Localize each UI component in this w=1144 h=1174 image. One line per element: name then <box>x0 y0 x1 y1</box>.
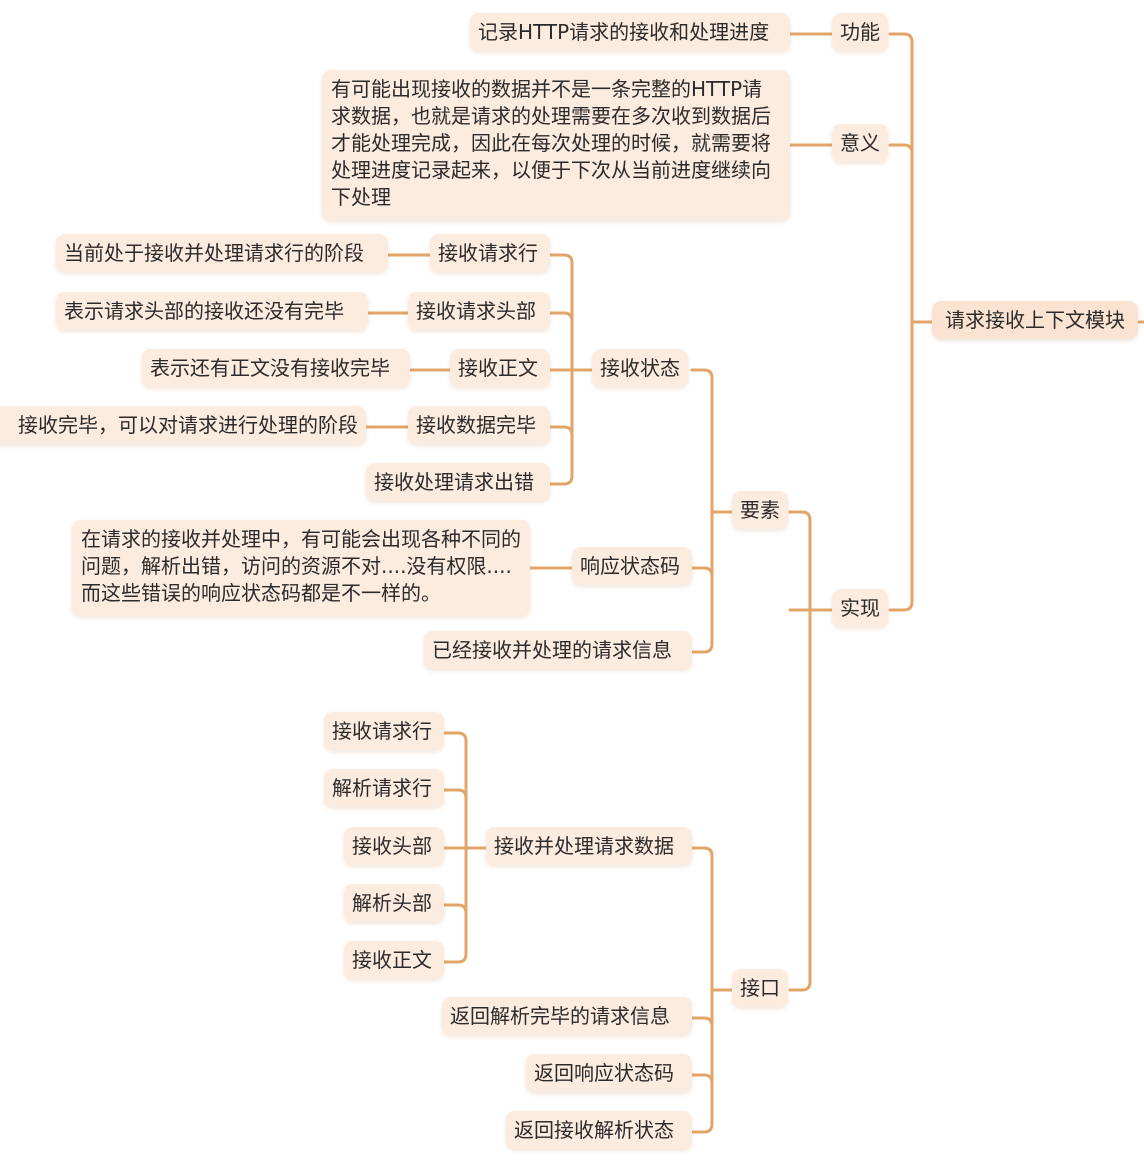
state-recv-done-desc[interactable]: 接收完毕，可以对请求进行处理的阶段 <box>0 406 366 444</box>
meaning-node[interactable]: 意义 <box>832 124 888 162</box>
return-state-node[interactable]: 返回接收解析状态 <box>506 1111 692 1149</box>
resp-code-desc-node[interactable]: 在请求的接收并处理中，有可能会出现各种不同的问题，解析出错，访问的资源不对...… <box>72 520 530 616</box>
root-node[interactable]: 请求接收上下文模块 <box>932 301 1138 339</box>
return-code-node[interactable]: 返回响应状态码 <box>526 1054 692 1092</box>
resp-code-node[interactable]: 响应状态码 <box>572 547 692 585</box>
step-parse-head-node[interactable]: 解析头部 <box>344 884 444 922</box>
state-recv-line-node[interactable]: 接收请求行 <box>430 234 550 272</box>
return-request-node[interactable]: 返回解析完毕的请求信息 <box>442 997 692 1035</box>
state-recv-head-node[interactable]: 接收请求头部 <box>408 292 550 330</box>
state-recv-done-node[interactable]: 接收数据完毕 <box>408 406 550 444</box>
interface-node[interactable]: 接口 <box>732 969 788 1007</box>
elements-node[interactable]: 要素 <box>732 491 788 529</box>
state-recv-body-node[interactable]: 接收正文 <box>450 349 550 387</box>
function-desc-node[interactable]: 记录HTTP请求的接收和处理进度 <box>470 13 790 51</box>
step-parse-line-node[interactable]: 解析请求行 <box>324 769 444 807</box>
function-node[interactable]: 功能 <box>832 13 888 51</box>
step-recv-head-node[interactable]: 接收头部 <box>344 827 444 865</box>
state-recv-body-desc[interactable]: 表示还有正文没有接收完毕 <box>142 349 410 387</box>
recv-state-node[interactable]: 接收状态 <box>592 349 688 387</box>
step-recv-line-node[interactable]: 接收请求行 <box>324 712 444 750</box>
request-info-node[interactable]: 已经接收并处理的请求信息 <box>424 631 692 669</box>
impl-node[interactable]: 实现 <box>832 589 888 627</box>
step-recv-body-node[interactable]: 接收正文 <box>344 941 444 979</box>
state-recv-line-desc[interactable]: 当前处于接收并处理请求行的阶段 <box>56 234 388 272</box>
state-recv-error-node[interactable]: 接收处理请求出错 <box>366 463 550 501</box>
meaning-desc-node[interactable]: 有可能出现接收的数据并不是一条完整的HTTP请求数据，也就是请求的处理需要在多次… <box>322 70 790 220</box>
process-node[interactable]: 接收并处理请求数据 <box>486 827 692 865</box>
state-recv-head-desc[interactable]: 表示请求头部的接收还没有完毕 <box>56 292 368 330</box>
